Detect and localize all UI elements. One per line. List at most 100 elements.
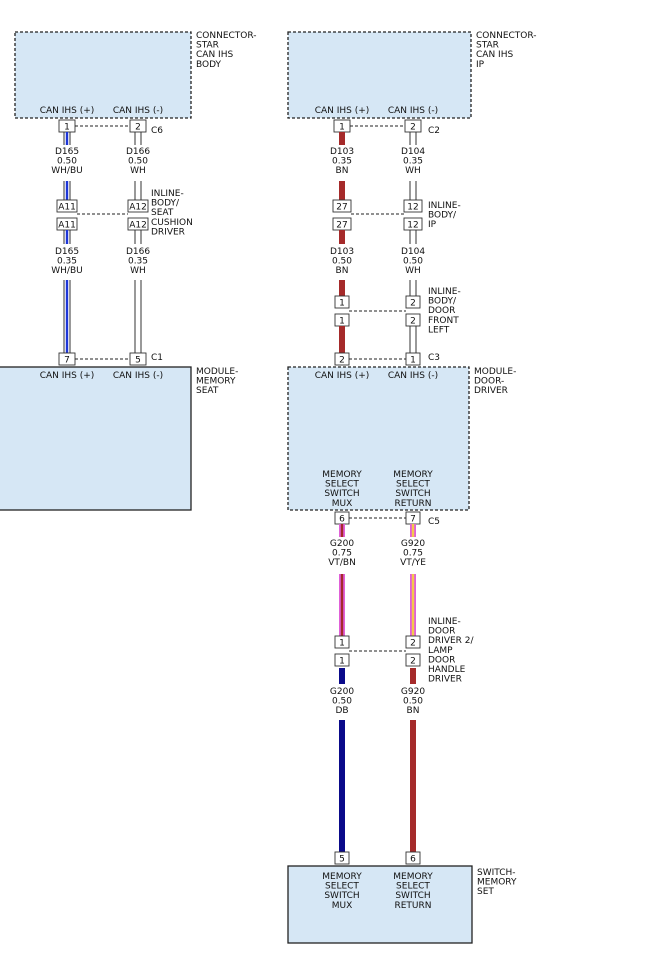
wire-segment-w7-top	[339, 230, 345, 244]
wire-segment-w4-bottom	[134, 280, 142, 353]
wire-stripe	[65, 280, 69, 353]
connector-pin-label: 7	[410, 515, 416, 525]
module-memory-seat-name: MEMORY	[196, 377, 236, 387]
inline-pin-label: 2	[410, 657, 416, 667]
wire-segment-w6-bottom	[409, 181, 417, 200]
wire-segment-w8-top	[409, 230, 417, 244]
inline-pin	[405, 635, 421, 649]
connector-pin-label: 2	[135, 123, 141, 133]
connector-pin-label: 6	[410, 855, 416, 865]
switch-pin-label-mux: MUX	[332, 901, 353, 911]
wire-gauge: 0.35	[403, 157, 423, 167]
connector-star-body-name: CAN IHS	[196, 50, 233, 60]
inline-pin	[403, 217, 423, 231]
connector-star-ip-name: IP	[476, 60, 485, 70]
wire-segment-w10-top	[410, 524, 416, 537]
inline-pin-label: A11	[58, 203, 76, 213]
inline-pin-label: 12	[407, 221, 418, 231]
wire-code: D104	[401, 247, 425, 257]
wire-segment-w9-top	[339, 524, 345, 537]
wire-gauge: 0.35	[128, 257, 148, 267]
module-memory-seat-name: MODULE-	[196, 367, 238, 377]
inline-name-door: LEFT	[428, 325, 450, 335]
connector-star-ip-name: CONNECTOR-	[476, 31, 537, 41]
inline-pin	[127, 199, 149, 213]
inline-pin	[334, 295, 350, 309]
door-driver-pin-label-return: SWITCH	[395, 489, 430, 499]
wire-gauge: 0.50	[128, 157, 148, 167]
wire-code: G200	[330, 539, 354, 549]
connector-pin-label: 2	[410, 123, 416, 133]
inline-pin	[56, 199, 78, 213]
wire-gauge: 0.35	[57, 257, 77, 267]
inline-name-lamp: DRIVER 2/	[428, 636, 475, 646]
module-door-driver-name: MODULE-	[474, 367, 516, 377]
switch-pin-label-mux: SELECT	[325, 882, 359, 892]
inline-name-lamp: DOOR	[428, 655, 455, 665]
connector-pin-label: 5	[339, 855, 345, 865]
wire-body	[339, 326, 345, 353]
switch-pin-label-return: SWITCH	[395, 891, 430, 901]
inline-name-seat: DRIVER	[151, 227, 185, 237]
inline-pin-label: A12	[129, 221, 147, 231]
inline-name-lamp: DRIVER	[428, 675, 462, 685]
inline-pin	[403, 199, 423, 213]
wire-color: WH/BU	[51, 166, 82, 176]
module-memory-seat-box	[0, 366, 192, 511]
wire-color: BN	[407, 706, 420, 716]
connector-star-body-name: BODY	[196, 60, 222, 70]
connector-pin-label: 2	[339, 356, 345, 366]
inline-pin-label: 12	[407, 203, 418, 213]
inline-pin-label: 2	[410, 639, 416, 649]
connector-pin-label: 1	[64, 123, 70, 133]
wire-segment-w11-top	[339, 668, 345, 684]
wire-code: D165	[55, 147, 79, 157]
switch-memory-set-name: SWITCH-	[477, 868, 516, 878]
wire-color: WH/BU	[51, 266, 82, 276]
module-door-driver-name: DRIVER	[474, 386, 508, 396]
inline-pin	[405, 313, 421, 327]
wire-segment-w5-bottom	[339, 181, 345, 200]
wire-stripe	[65, 181, 69, 200]
wire-code: D103	[330, 247, 354, 257]
connector-pin	[334, 851, 350, 865]
wire-segment-w2-bottom	[134, 181, 142, 200]
wire-body	[339, 720, 345, 852]
wire-segment-w6-top	[409, 132, 417, 145]
inline-pin	[405, 653, 421, 667]
inline-pin-label: A12	[129, 203, 147, 213]
connector-pin-label: 1	[410, 356, 416, 366]
inline-pin	[127, 217, 149, 231]
wire-segment-w8-mid	[409, 280, 417, 296]
wire-segment-w7-bottom	[339, 326, 345, 353]
inline-name-door: FRONT	[428, 316, 459, 326]
pin-label-can-ihs-plus: CAN IHS (+)	[40, 106, 95, 116]
wire-gauge: 0.50	[57, 157, 77, 167]
switch-memory-set-box	[287, 865, 473, 944]
wire-gauge: 0.75	[403, 549, 423, 559]
inline-pin-label: 2	[410, 317, 416, 327]
wire-color: WH	[405, 166, 421, 176]
connector-star-body-name: CONNECTOR-	[196, 31, 257, 41]
wire-segment-w2-top	[134, 132, 142, 145]
inline-pin-label: A11	[58, 221, 76, 231]
switch-pin-label-return: RETURN	[394, 901, 431, 911]
wire-stripe	[411, 524, 415, 537]
connector-star-body-box	[14, 31, 192, 119]
wire-color: WH	[405, 266, 421, 276]
inline-name-ip: INLINE-	[428, 201, 461, 211]
wire-color: BN	[336, 266, 349, 276]
wire-body	[339, 668, 345, 684]
connector-pin	[129, 119, 147, 133]
inline-name-door: DOOR	[428, 306, 455, 316]
wire-color: BN	[336, 166, 349, 176]
wire-stripe	[340, 574, 344, 636]
pin-label-can-ihs-minus: CAN IHS (-)	[113, 106, 163, 116]
connector-label-c6: C6	[151, 126, 163, 136]
pin-label-can-ihs-minus: CAN IHS (-)	[113, 371, 163, 381]
wire-segment-w4-top	[134, 230, 142, 244]
connector-star-ip-box	[287, 31, 472, 119]
wire-color: DB	[335, 706, 348, 716]
wire-gauge: 0.75	[332, 549, 352, 559]
